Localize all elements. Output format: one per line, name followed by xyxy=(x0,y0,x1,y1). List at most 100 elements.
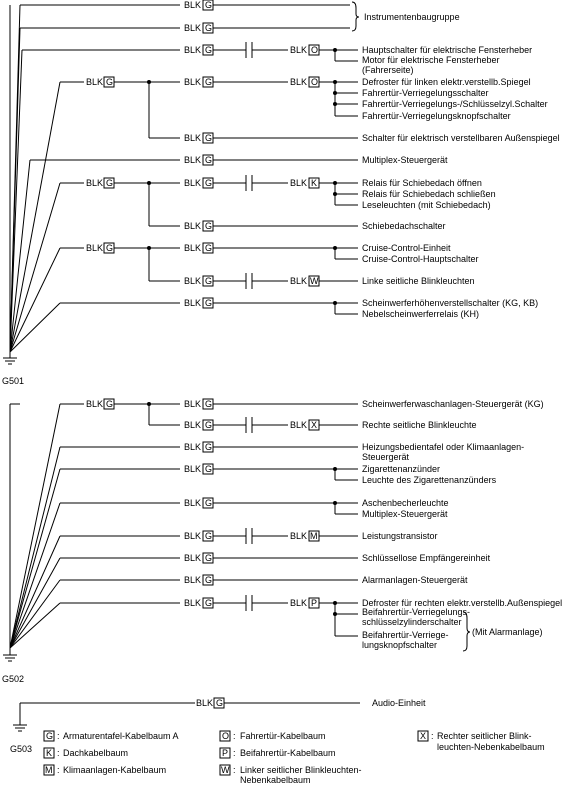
connector-code: G xyxy=(205,221,212,231)
connector-code: G xyxy=(205,464,212,474)
row-audio-einheit: BLK G Audio-Einheit xyxy=(196,697,426,709)
row-zigarettenanzuender: BLK G Zigarettenanzünder Leuchte des Zig… xyxy=(60,463,497,485)
connector-code: G xyxy=(205,442,212,452)
target-label: Alarmanlagen-Steuergerät xyxy=(362,575,468,585)
row-rechte-blinkleuchte: BLK G BLK X Rechte seitliche Blinkleucht… xyxy=(184,417,477,433)
target-label: Relais für Schiebedach öffnen xyxy=(362,178,482,188)
row-multiplex: BLK G Multiplex-Steuergerät xyxy=(184,154,448,166)
target-label: Defroster für rechten elektr.verstellb.A… xyxy=(362,598,562,608)
target-label: Instrumentenbaugruppe xyxy=(364,12,460,22)
wire-label: BLK xyxy=(290,77,307,87)
row-aussenspiegel-schalter: BLK G Schalter für elektrisch verstellba… xyxy=(184,132,560,144)
target-label: Rechte seitliche Blinkleuchte xyxy=(362,420,477,430)
target-label: Zigarettenanzünder xyxy=(362,464,440,474)
target-label: Scheinwerferhöhenverstellschalter (KG, K… xyxy=(362,298,538,308)
legend-text: Rechter seitlicher Blink- xyxy=(437,731,532,741)
connector-code: G xyxy=(106,77,113,87)
target-label: Fahrertür-Verriegelungsknopfschalter xyxy=(362,111,511,121)
connector-code: G xyxy=(106,243,113,253)
svg-text::: : xyxy=(57,765,60,775)
connector-code: X xyxy=(311,420,317,430)
target-label: Beifahrertür-Verriege- xyxy=(362,630,449,640)
legend-text: Armaturentafel-Kabelbaum A xyxy=(63,731,179,741)
target-label: Leistungstransistor xyxy=(362,531,438,541)
connector-code: G xyxy=(205,498,212,508)
svg-text::: : xyxy=(233,748,236,758)
target-label: lungsknopfschalter xyxy=(362,640,437,650)
target-label: Multiplex-Steuergerät xyxy=(362,509,448,519)
legend-item-k: K : Dachkabelbaum xyxy=(43,747,128,759)
ground-g503: G503 xyxy=(10,702,195,754)
row-schluessellose-empfaenger: BLK G Schlüssellose Empfängereinheit xyxy=(60,552,491,564)
connector-code: O xyxy=(311,45,318,55)
target-label: Schlüssellose Empfängereinheit xyxy=(362,553,491,563)
connector-code: G xyxy=(205,178,212,188)
legend-code: G xyxy=(46,731,53,741)
wire-label: BLK xyxy=(184,598,201,608)
row-cruise-control: BLK G BLK G Cruise-Control-Einheit Cruis… xyxy=(60,242,479,282)
ground-label-g503: G503 xyxy=(10,744,32,754)
connector-code: G xyxy=(205,399,212,409)
ground-g502: G502 xyxy=(2,403,61,684)
row-leistungstransistor: BLK G BLK M Leistungstransistor xyxy=(60,528,438,544)
wire-label: BLK xyxy=(290,178,307,188)
row-heizungsbedientafel: BLK G Heizungsbedientafel oder Klimaanla… xyxy=(60,441,524,462)
wire-label: BLK xyxy=(86,243,103,253)
legend-text: Fahrertür-Kabelbaum xyxy=(240,731,326,741)
connector-code: G xyxy=(205,155,212,165)
wire-label: BLK xyxy=(290,276,307,286)
legend-item-p: P : Beifahrertür-Kabelbaum xyxy=(219,747,336,759)
wire-label: BLK xyxy=(184,420,201,430)
target-label: Linke seitliche Blinkleuchten xyxy=(362,276,475,286)
legend: G : Armaturentafel-Kabelbaum A K : Dachk… xyxy=(43,730,545,785)
svg-text::: : xyxy=(57,731,60,741)
connector-code: G xyxy=(205,598,212,608)
ground-label-g501: G501 xyxy=(2,376,24,386)
target-label: (Fahrerseite) xyxy=(362,65,414,75)
legend-item-x: X : Rechter seitlicher Blink- leuchten-N… xyxy=(417,730,545,752)
target-label: Beifahrertür-Verriegelungs- xyxy=(362,607,470,617)
connector-code: G xyxy=(205,133,212,143)
wire-label: BLK xyxy=(184,399,201,409)
connector-code: G xyxy=(205,420,212,430)
connector-code: G xyxy=(205,45,212,55)
wire-label: BLK xyxy=(184,464,201,474)
legend-code: O xyxy=(222,731,229,741)
wire-label: BLK xyxy=(86,77,103,87)
connector-code: G xyxy=(205,531,212,541)
connector-code: G xyxy=(205,243,212,253)
target-label: Schalter für elektrisch verstellbaren Au… xyxy=(362,133,560,143)
row-defroster-rechts: BLK G BLK P Defroster für rechten elektr… xyxy=(60,595,562,652)
wire-label: BLK xyxy=(290,45,307,55)
legend-text: Dachkabelbaum xyxy=(63,748,128,758)
legend-text: leuchten-Nebenkabelbaum xyxy=(437,742,545,752)
row-hauptschalter: BLK G BLK O Hauptschalter für elektrisch… xyxy=(184,42,532,75)
target-label: Leseleuchten (mit Schiebedach) xyxy=(362,200,491,210)
wire-label: BLK xyxy=(184,531,201,541)
connector-code: G xyxy=(205,298,212,308)
connector-code: G xyxy=(205,276,212,286)
wire-label: BLK xyxy=(184,553,201,563)
connector-code: G xyxy=(205,77,212,87)
legend-item-o: O : Fahrertür-Kabelbaum xyxy=(219,730,326,742)
wire-label: BLK xyxy=(184,498,201,508)
connector-code: O xyxy=(311,77,318,87)
row-alarmanlage: BLK G Alarmanlagen-Steuergerät xyxy=(60,574,468,586)
target-label: Fahrertür-Verriegelungs-/Schlüsselzyl.Sc… xyxy=(362,99,548,109)
row-instrument-second: BLK G xyxy=(184,22,214,34)
wire-label: BLK xyxy=(184,298,201,308)
target-label: Hauptschalter für elektrische Fensterheb… xyxy=(362,45,532,55)
svg-text::: : xyxy=(57,748,60,758)
legend-text: Beifahrertür-Kabelbaum xyxy=(240,748,336,758)
row-scheinwerferhoehe: BLK G Scheinwerferhöhenverstellschalter … xyxy=(184,297,538,319)
wire-label: BLK xyxy=(184,77,201,87)
target-label: Nebelscheinwerferrelais (KH) xyxy=(362,309,479,319)
wire-label: BLK xyxy=(290,420,307,430)
row-instrumentenbaugruppe: BLK G Instrumentenbaugruppe xyxy=(184,0,460,32)
row-defroster-links: BLK G BLK G BLK O Defroster für linken e… xyxy=(60,76,548,139)
connector-code: G xyxy=(106,178,113,188)
ground-g501: G501 xyxy=(2,4,180,386)
connector-code: M xyxy=(310,531,318,541)
ground-label-g502: G502 xyxy=(2,674,24,684)
wire-label: BLK xyxy=(290,531,307,541)
